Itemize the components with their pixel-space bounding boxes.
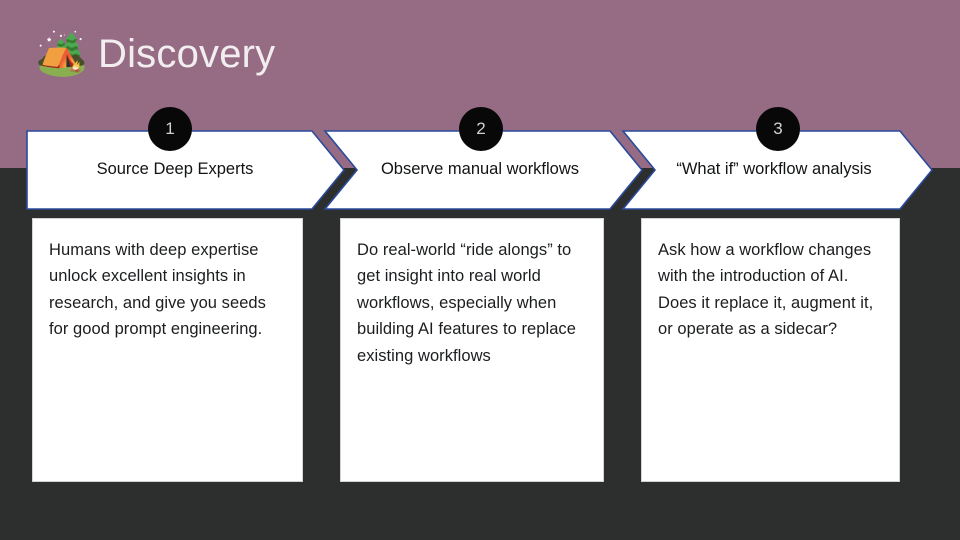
step-description-card-1: Humans with deep expertise unlock excell… [32,218,303,482]
slide-title-row: 🏕️ Discovery [36,28,275,80]
step-description-card-3: Ask how a workflow changes with the intr… [641,218,900,482]
step-description-text-3: Ask how a workflow changes with the intr… [658,241,874,339]
step-number-badge-3: 3 [756,107,800,151]
step-description-text-1: Humans with deep expertise unlock excell… [49,241,266,339]
camping-icon: 🏕️ [35,30,89,77]
page-title: Discovery [98,32,276,76]
step-description-text-2: Do real-world “ride alongs” to get insig… [357,241,576,365]
step-description-card-2: Do real-world “ride alongs” to get insig… [340,218,604,482]
step-number-badge-2: 2 [459,107,503,151]
step-number-badge-1: 1 [148,107,192,151]
